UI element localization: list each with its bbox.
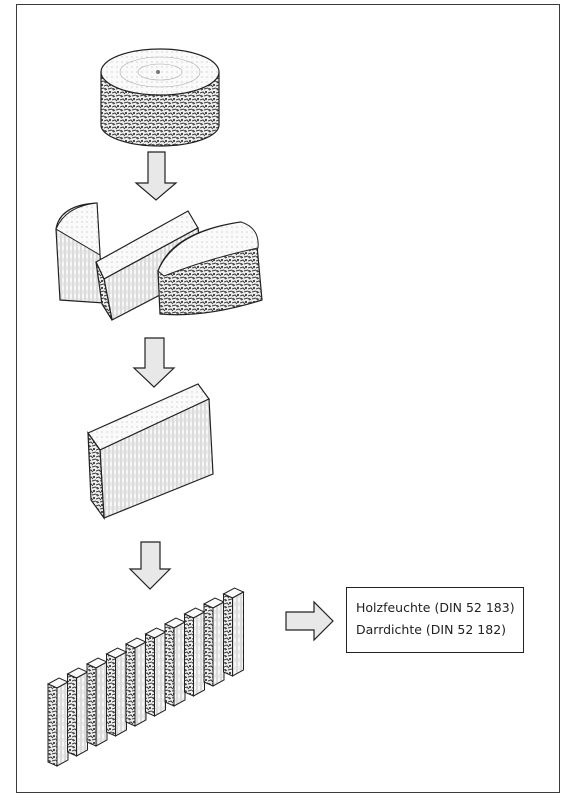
- log-round-icon: [101, 49, 219, 146]
- specimen-block: [185, 608, 205, 696]
- specimen-block: [87, 658, 107, 746]
- specimen-block: [126, 638, 146, 726]
- split-log-icon: [56, 203, 262, 320]
- specimen-block: [48, 678, 68, 766]
- down-arrow-icon: [136, 152, 176, 200]
- specimen-block: [107, 648, 127, 736]
- cut-specimens-icon: [48, 588, 244, 766]
- result-line-moisture: Holzfeuchte (DIN 52 183): [356, 597, 523, 619]
- specimen-block: [204, 598, 224, 686]
- result-box: Holzfeuchte (DIN 52 183) Darrdichte (DIN…: [346, 587, 524, 653]
- specimen-block: [165, 618, 185, 706]
- down-arrow-icon: [134, 338, 174, 387]
- specimen-block: [224, 588, 244, 676]
- down-arrow-icon: [130, 542, 170, 589]
- right-arrow-icon: [286, 602, 333, 640]
- center-plank-icon: [88, 384, 213, 518]
- result-line-density: Darrdichte (DIN 52 182): [356, 619, 523, 641]
- specimen-block: [146, 628, 166, 716]
- specimen-block: [68, 668, 88, 756]
